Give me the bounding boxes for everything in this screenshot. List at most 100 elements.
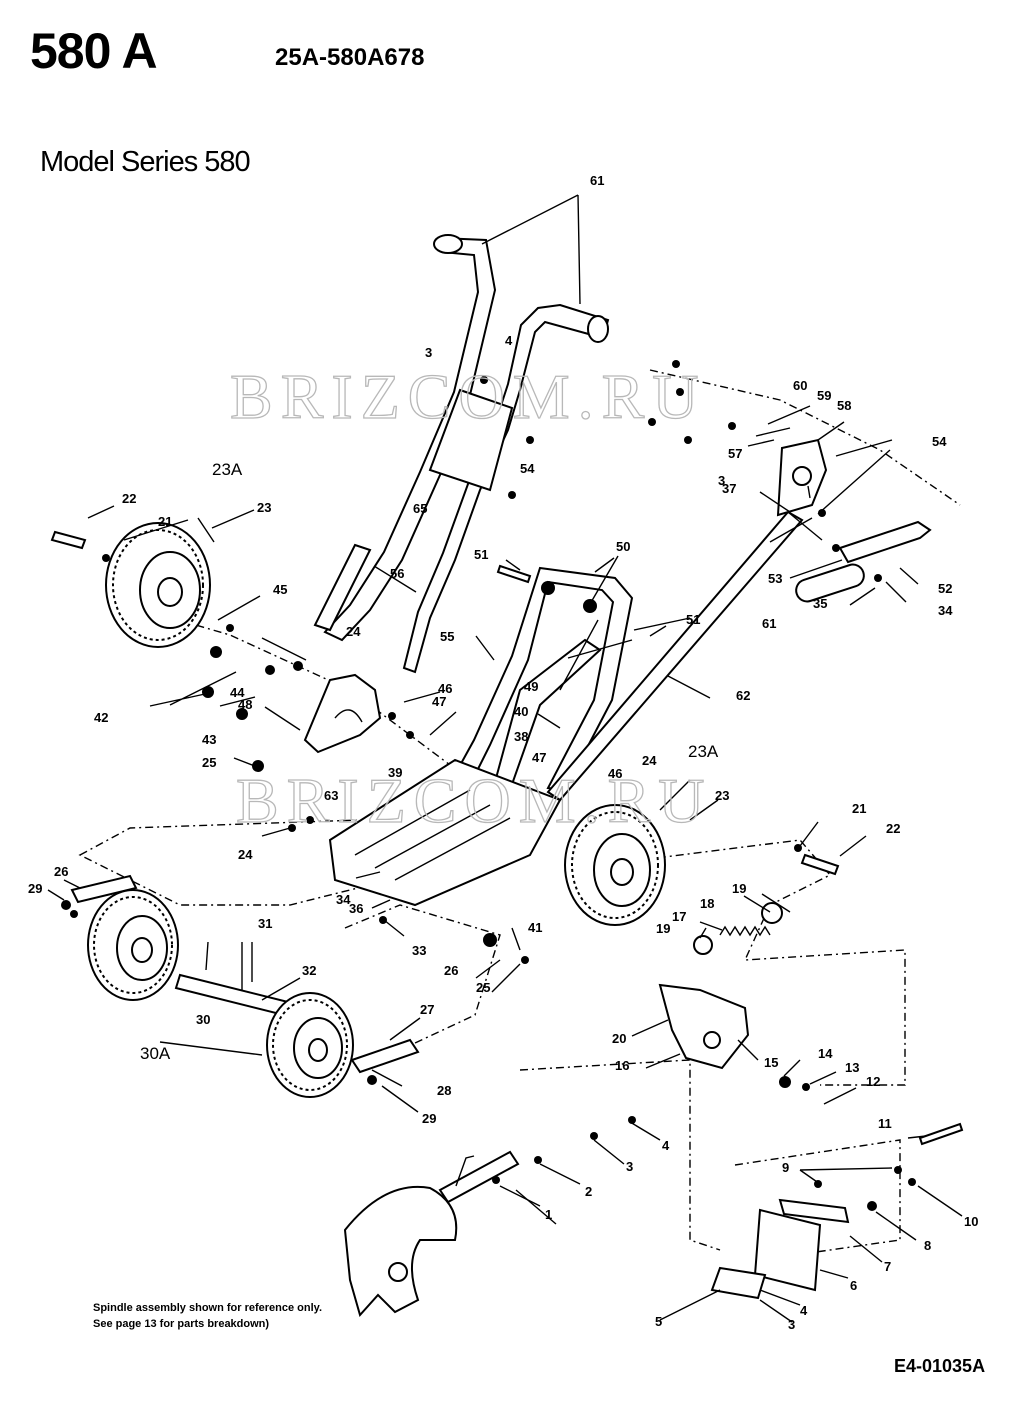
callout-21: 21 [158, 514, 172, 529]
model-code: 580 A [30, 23, 158, 79]
callout-63: 63 [324, 788, 338, 803]
blade-guard-hub [388, 1262, 408, 1282]
part-number: 25A-580A678 [275, 44, 425, 71]
callout-39: 39 [388, 765, 402, 780]
control-panel-65 [428, 388, 514, 492]
callout-19: 19 [732, 881, 746, 896]
callout-45: 45 [273, 582, 287, 597]
callout-23a: 23A [688, 742, 719, 761]
series-title: Model Series 580 [40, 146, 251, 178]
assembly-outline-bracket [734, 1139, 901, 1261]
wheel-guard-48 [303, 673, 382, 754]
callout-32: 32 [302, 963, 316, 978]
callout-21: 21 [852, 801, 866, 816]
callout-53: 53 [768, 571, 782, 586]
link-27 [350, 1038, 420, 1074]
bolt-22-right [800, 853, 840, 876]
callout-61: 61 [590, 173, 604, 188]
wheel-right [564, 804, 666, 926]
callout-59: 59 [817, 388, 831, 403]
callout-12: 12 [866, 1074, 880, 1089]
diagram-code: E4-01035A [894, 1356, 986, 1376]
callout-2: 2 [585, 1184, 592, 1199]
callout-49: 49 [524, 679, 538, 694]
callout-31: 31 [258, 916, 272, 931]
spring-collar-19 [761, 902, 783, 924]
callout-13: 13 [845, 1060, 859, 1075]
callout-30: 30 [196, 1012, 210, 1027]
watermark-bottom: BRIZCOM.RU [236, 765, 713, 836]
callout-29: 29 [422, 1111, 436, 1126]
callout-65: 65 [413, 501, 427, 516]
callout-27: 27 [420, 1002, 434, 1017]
callout-25: 25 [476, 980, 490, 995]
callout-5: 5 [655, 1314, 662, 1329]
callout-42: 42 [94, 710, 108, 725]
callout-51: 51 [474, 547, 488, 562]
watermark-top: BRIZCOM.RU [230, 361, 707, 432]
wheel-lower-right [266, 992, 354, 1098]
callout-52: 52 [938, 581, 952, 596]
spindle-shaft [438, 1150, 520, 1204]
parts-drawing: BRIZCOM.RU BRIZCOM.RU [47, 194, 964, 1323]
leader-lines [47, 194, 963, 1323]
callout-14: 14 [818, 1046, 833, 1061]
callout-44: 44 [230, 685, 245, 700]
callout-56: 56 [390, 566, 404, 581]
callout-26: 26 [444, 963, 458, 978]
assembly-outline-spindle [519, 1059, 721, 1251]
spindle-housing-hole [703, 1031, 721, 1049]
callout-8: 8 [924, 1238, 931, 1253]
callout-46: 46 [438, 681, 452, 696]
assembly-outline-right [639, 839, 906, 1086]
callout-24: 24 [346, 624, 361, 639]
bracket-bar-7 [778, 1198, 850, 1224]
callout-47: 47 [432, 694, 446, 709]
callout-38: 38 [514, 729, 528, 744]
base-plate-63 [328, 758, 562, 907]
spindle-note-line1: Spindle assembly shown for reference onl… [93, 1302, 323, 1314]
spring-18 [719, 925, 771, 937]
callout-3: 3 [626, 1159, 633, 1174]
callout-36: 36 [349, 901, 363, 916]
assembly-outline-upper [649, 369, 961, 506]
callout-11: 11 [878, 1116, 892, 1131]
bolt-51 [496, 564, 532, 584]
link-26 [70, 874, 138, 904]
bracket-plate-6 [753, 1208, 822, 1292]
callout-4: 4 [662, 1138, 670, 1153]
callout-10: 10 [964, 1214, 978, 1229]
callout-54: 54 [932, 434, 947, 449]
callout-3: 3 [718, 473, 725, 488]
handle-grip-right [587, 315, 609, 343]
callout-34: 34 [336, 892, 351, 907]
callout-24: 24 [642, 753, 657, 768]
callout-23a: 23A [212, 460, 243, 479]
lower-handle-56 [313, 543, 372, 632]
callout-35: 35 [813, 596, 827, 611]
callout-19: 19 [656, 921, 670, 936]
callout-28: 28 [437, 1083, 451, 1098]
callout-46: 46 [608, 766, 622, 781]
callout-37: 37 [722, 481, 736, 496]
callout-4: 4 [800, 1303, 808, 1318]
bolt-11 [918, 1122, 964, 1146]
adjuster-bracket-hole [792, 466, 812, 486]
spindle-housing-16 [658, 983, 750, 1070]
spindle-note-line2: See page 13 for parts breakdown) [93, 1318, 270, 1330]
hardware-nuts [61, 360, 916, 1211]
callout-30a: 30A [140, 1044, 171, 1063]
callout-33: 33 [412, 943, 426, 958]
callout-62: 62 [736, 688, 750, 703]
callout-47: 47 [532, 750, 546, 765]
wheel-lower-left [87, 889, 179, 1001]
callout-60: 60 [793, 378, 807, 393]
callout-61: 61 [762, 616, 776, 631]
callout-6: 6 [850, 1278, 857, 1293]
callout-18: 18 [700, 896, 714, 911]
handle-tube-right [402, 303, 610, 674]
callout-54: 54 [520, 461, 535, 476]
assembly-outline-axle [344, 904, 501, 1051]
callout-23: 23 [257, 500, 271, 515]
